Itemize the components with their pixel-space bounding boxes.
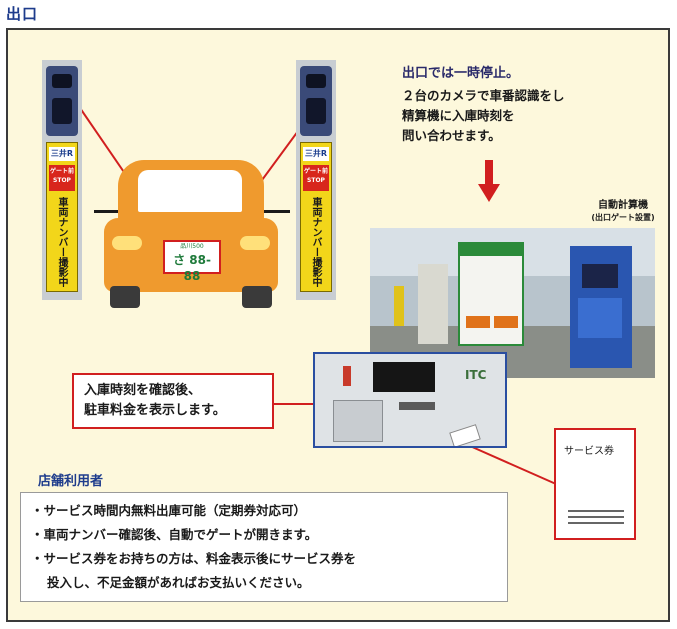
list-item: ・車両ナンバー確認後、自動でゲートが開きます。 bbox=[31, 527, 318, 542]
list-item: ・サービス券をお持ちの方は、料金表示後にサービス券を bbox=[31, 551, 357, 566]
exit-description: ２台のカメラで車番認識をし 精算機に入庫時刻を 問い合わせます。 bbox=[402, 88, 565, 143]
camera-sign: 三井R ゲート前 STOP 車両ナンバー撮影中 bbox=[46, 142, 78, 292]
fee-callout: 入庫時刻を確認後、 駐車料金を表示します。 bbox=[72, 373, 274, 429]
right-camera-pole: 三井R ゲート前 STOP 車両ナンバー撮影中 bbox=[296, 60, 336, 300]
stop-badge: ゲート前 STOP bbox=[49, 165, 75, 191]
sign-vertical-text: 車両ナンバー撮影中 bbox=[310, 197, 321, 287]
camera-icon bbox=[300, 66, 332, 136]
left-camera-pole: 三井R ゲート前 STOP 車両ナンバー撮影中 bbox=[42, 60, 82, 300]
ticket-slot bbox=[399, 402, 435, 410]
sign-logo: 三井R bbox=[49, 147, 75, 161]
wheel-icon bbox=[110, 286, 140, 308]
page-title: 出口 bbox=[6, 5, 39, 23]
store-users-heading: 店舗利用者 bbox=[38, 474, 104, 489]
sign-logo: 三井R bbox=[303, 147, 329, 161]
list-item: 投入し、不足金額があればお支払いください。 bbox=[47, 575, 310, 590]
headlight-icon bbox=[240, 236, 270, 250]
parking-sign-board bbox=[458, 242, 524, 346]
itc-machine-closeup: ITC bbox=[313, 352, 507, 448]
machine-brand: ITC bbox=[465, 368, 487, 382]
payment-kiosk bbox=[570, 246, 632, 368]
exit-heading: 出口では一時停止。 bbox=[402, 66, 520, 81]
fee-display-screen bbox=[373, 362, 435, 392]
camera-icon bbox=[46, 66, 78, 136]
sign-vertical-text: 車両ナンバー撮影中 bbox=[56, 197, 67, 287]
camera-sign: 三井R ゲート前 STOP 車両ナンバー撮影中 bbox=[300, 142, 332, 292]
wheel-icon bbox=[242, 286, 272, 308]
list-item: ・サービス時間内無料出庫可能（定期券対応可） bbox=[31, 503, 307, 518]
machine-label: 自動計算機 (出口ゲート設置) bbox=[591, 200, 655, 222]
headlight-icon bbox=[112, 236, 142, 250]
arrow-down-icon bbox=[478, 160, 500, 202]
voucher-label: サービス券 bbox=[564, 446, 614, 457]
keypad-icon bbox=[333, 400, 383, 442]
voucher-card-icon bbox=[449, 424, 481, 446]
gate-icon bbox=[418, 264, 448, 344]
stop-badge: ゲート前 STOP bbox=[303, 165, 329, 191]
license-plate: 品川500 さ 88-88 bbox=[163, 240, 221, 283]
car-windshield bbox=[138, 170, 242, 212]
store-users-list: ・サービス時間内無料出庫可能（定期券対応可） ・車両ナンバー確認後、自動でゲート… bbox=[20, 492, 508, 602]
service-voucher: サービス券 bbox=[554, 428, 636, 540]
